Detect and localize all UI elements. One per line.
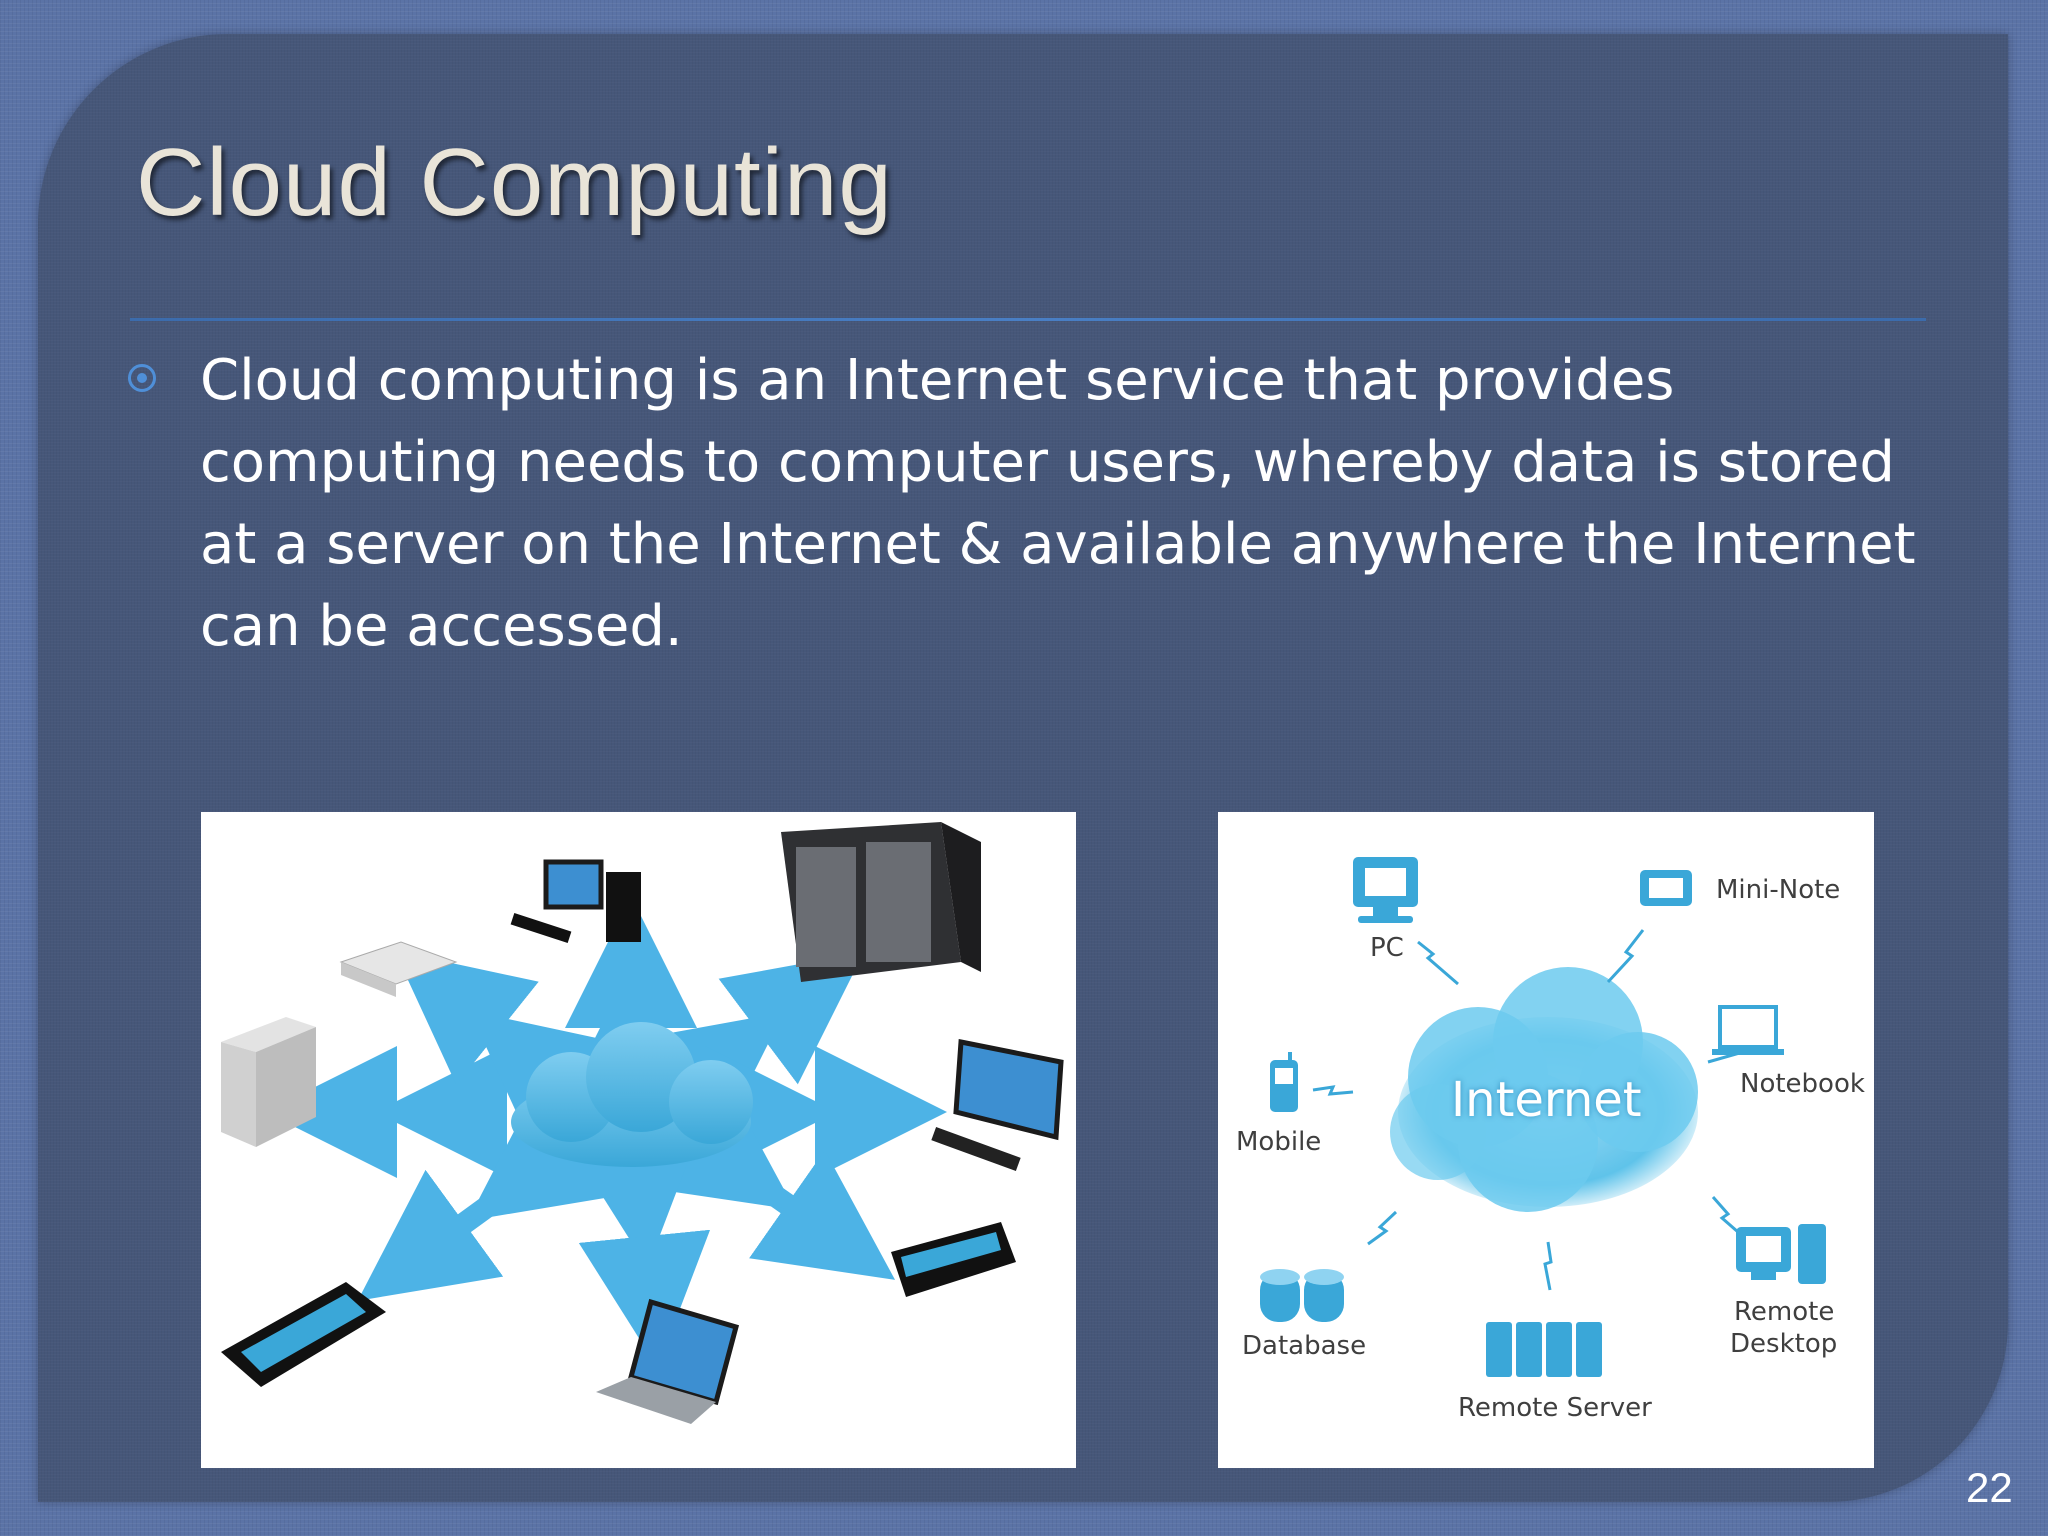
laptop-icon (596, 1298, 740, 1424)
internet-cloud-icon (1390, 967, 1698, 1212)
smartphone-left-icon (221, 1282, 386, 1387)
notebook-icon (1712, 1005, 1784, 1055)
mobile-label: Mobile (1236, 1127, 1322, 1157)
remote-desktop-label-line1: Remote (1734, 1297, 1835, 1327)
desktop-pc-icon (510, 859, 641, 943)
remote-desktop-icon (1736, 1224, 1826, 1284)
remote-server-label: Remote Server (1458, 1393, 1652, 1423)
bullet-text: Cloud computing is an Internet service t… (200, 348, 1916, 659)
cloud-icon (511, 1022, 753, 1167)
internet-diagram-svg (1260, 857, 1826, 1377)
remote-desktop-label-line2: Desktop (1730, 1329, 1838, 1359)
router-icon (339, 941, 458, 997)
slide-number: 22 (1966, 1464, 2013, 1511)
internet-diagram: Internet PC Mini-Note Notebook Mobile Re… (1218, 812, 1874, 1468)
notebook-label: Notebook (1740, 1069, 1865, 1099)
bullet-circle-icon (128, 364, 156, 392)
pc-icon (1353, 857, 1418, 923)
server-rack-icon (781, 822, 981, 982)
monitor-icon (931, 1038, 1064, 1171)
title-divider (130, 318, 1926, 321)
mobile-icon (1270, 1052, 1298, 1112)
arrows (265, 896, 947, 1368)
remote-server-icon (1486, 1322, 1602, 1377)
pc-label: PC (1370, 933, 1404, 963)
tower-server-icon (221, 1017, 316, 1147)
cloud-network-illustration (201, 812, 1076, 1468)
slide-title: Cloud Computing (136, 129, 893, 236)
database-icon (1260, 1269, 1344, 1322)
mini-note-icon (1640, 870, 1692, 906)
database-label: Database (1242, 1331, 1367, 1361)
smartphone-icon (891, 1222, 1016, 1297)
mini-note-label: Mini-Note (1716, 875, 1841, 905)
internet-label: Internet (1451, 1072, 1642, 1128)
cloud-network-svg (221, 822, 1064, 1424)
